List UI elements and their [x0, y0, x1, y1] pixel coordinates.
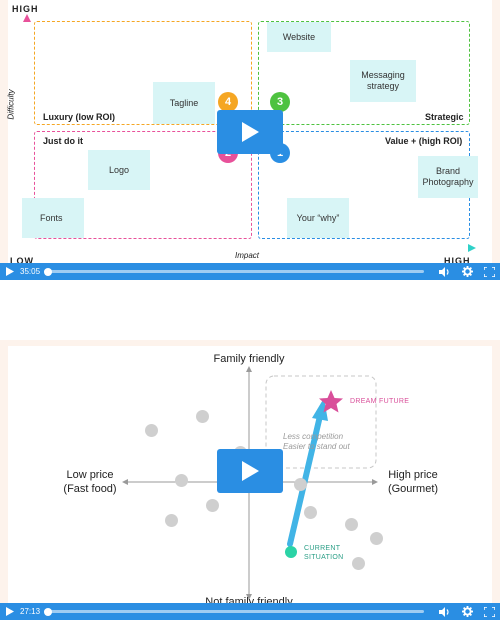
label-high-price: High price (Gourmet) — [387, 469, 439, 495]
video-player-1[interactable]: HIGH Difficulty LOW Impact HIGH Luxury (… — [0, 0, 500, 280]
quadrant-just-do-it-label: Just do it — [43, 136, 83, 146]
label-dream-future: DREAM FUTURE — [350, 398, 410, 405]
fullscreen-icon — [483, 266, 495, 277]
current-situation-dot — [285, 546, 297, 558]
progress-bar[interactable] — [44, 607, 424, 616]
play-icon — [242, 122, 259, 142]
quadrant-top-right-box — [258, 21, 470, 125]
settings-button[interactable] — [456, 263, 478, 280]
competitor-dot — [370, 532, 383, 545]
label-current-situation: CURRENT SITUATION — [304, 545, 344, 561]
competitor-dot — [145, 424, 158, 437]
label-family-friendly: Family friendly — [213, 353, 285, 365]
settings-icon — [461, 266, 473, 277]
play-icon — [6, 607, 14, 616]
quadrant-value-label: Value + (high ROI) — [385, 136, 463, 146]
note-website: Website — [267, 22, 331, 52]
quadrant-top-left-box — [34, 21, 252, 125]
x-axis-high-label: HIGH — [444, 256, 471, 266]
badge-4: 4 — [218, 92, 238, 112]
volume-button[interactable] — [434, 263, 456, 280]
time-display: 27:13 — [20, 607, 41, 616]
competitor-dot — [165, 514, 178, 527]
big-play-button-2[interactable] — [217, 449, 283, 493]
competitor-dot — [196, 410, 209, 423]
video-player-2[interactable]: Family friendly Not family friendly Low … — [0, 340, 500, 620]
competitor-dot — [175, 474, 188, 487]
y-axis-label: Difficulty — [6, 89, 16, 120]
quadrant-luxury-label: Luxury (low ROI) — [43, 112, 115, 122]
x-axis-label: Impact — [235, 251, 260, 260]
control-bar-2: 27:13 — [0, 603, 500, 620]
control-bar-1: 35:05 — [0, 263, 500, 280]
badge-3: 3 — [270, 92, 290, 112]
note-tagline: Tagline — [153, 82, 215, 124]
fullscreen-icon — [483, 606, 495, 617]
progress-bar[interactable] — [44, 267, 424, 276]
progress-knob[interactable] — [44, 607, 52, 616]
x-axis-low-label: LOW — [10, 256, 34, 266]
competitor-dot — [345, 518, 358, 531]
time-display: 35:05 — [20, 267, 41, 276]
label-low-price: Low price (Fast food) — [63, 469, 117, 495]
note-brand-photography: Brand Photography — [418, 156, 478, 198]
note-fonts: Fonts — [22, 198, 84, 238]
volume-icon — [439, 606, 449, 617]
competitor-dot — [352, 557, 365, 570]
slide-priority-matrix: HIGH Difficulty LOW Impact HIGH Luxury (… — [6, 0, 492, 266]
play-icon — [242, 461, 259, 481]
settings-icon — [461, 606, 473, 617]
play-icon — [6, 267, 14, 276]
note-your-why: Your “why” — [287, 198, 349, 238]
label-competition: Less competition Easier to stand out — [283, 432, 350, 451]
competitor-dot — [206, 499, 219, 512]
note-logo: Logo — [88, 150, 150, 190]
competitor-dot — [304, 506, 317, 519]
note-messaging-strategy: Messaging strategy — [350, 60, 416, 102]
dream-future-star — [319, 390, 343, 413]
settings-button[interactable] — [456, 603, 478, 620]
quadrant-bottom-left-box — [34, 131, 252, 239]
quadrant-strategic-label: Strategic — [425, 112, 464, 122]
play-button[interactable] — [0, 603, 20, 620]
fullscreen-button[interactable] — [478, 263, 500, 280]
volume-icon — [439, 266, 449, 277]
big-play-button-1[interactable] — [217, 110, 283, 154]
fullscreen-button[interactable] — [478, 603, 500, 620]
progress-knob[interactable] — [44, 267, 52, 276]
competitor-dot — [294, 478, 307, 491]
volume-button[interactable] — [434, 603, 456, 620]
play-button[interactable] — [0, 263, 20, 280]
y-axis-high-label: HIGH — [12, 4, 39, 14]
